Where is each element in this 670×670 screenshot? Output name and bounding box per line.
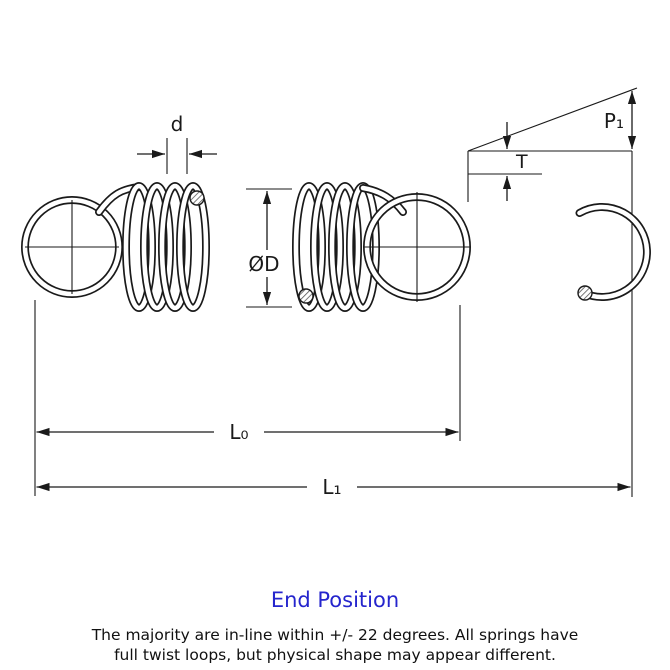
l1-label: L₁	[322, 475, 341, 499]
dimension-l0: L₀	[34, 300, 461, 496]
t-label: T	[515, 151, 528, 173]
footer: End Position The majority are in-line wi…	[91, 588, 579, 664]
wire-cross-section-right	[298, 288, 314, 304]
end-position-hook	[575, 203, 651, 301]
coil-wire	[311, 183, 343, 311]
right-hook-connector-wire	[360, 185, 406, 215]
coil-wire	[293, 183, 325, 311]
od-label-mask	[240, 250, 288, 277]
coil-wire	[141, 183, 173, 311]
hook-angle-diagonal-line	[467, 87, 638, 152]
caption-line-1: The majority are in-line within +/- 22 d…	[91, 626, 579, 644]
caption-line-2: full twist loops, but physical shape may…	[114, 646, 556, 664]
left-hook	[21, 183, 143, 298]
coil-wire	[329, 183, 361, 311]
od-label: ØD	[248, 252, 279, 276]
l1-label-mask	[307, 474, 357, 499]
wire-cross-section-left	[189, 190, 205, 206]
l0-label-mask	[214, 419, 264, 444]
dimension-l1: L₁	[36, 474, 631, 499]
end-position-title: End Position	[271, 588, 399, 612]
hook-position-construction: T	[467, 87, 638, 202]
wire-cross-section-end	[577, 285, 593, 301]
coil-section-left	[122, 182, 210, 312]
dimension-outer-diameter: ØD	[240, 188, 292, 308]
l0-label: L₀	[229, 420, 248, 444]
dimension-wire-diameter: d	[137, 112, 217, 174]
end-hook-wire	[577, 204, 650, 300]
dimension-p1: P₁	[604, 91, 637, 149]
p1-label: P₁	[604, 109, 624, 133]
coil-wire	[159, 183, 191, 311]
coil-wire	[177, 183, 209, 311]
center-lines	[25, 192, 470, 302]
d-label: d	[171, 112, 184, 136]
coil-wire	[123, 183, 155, 311]
